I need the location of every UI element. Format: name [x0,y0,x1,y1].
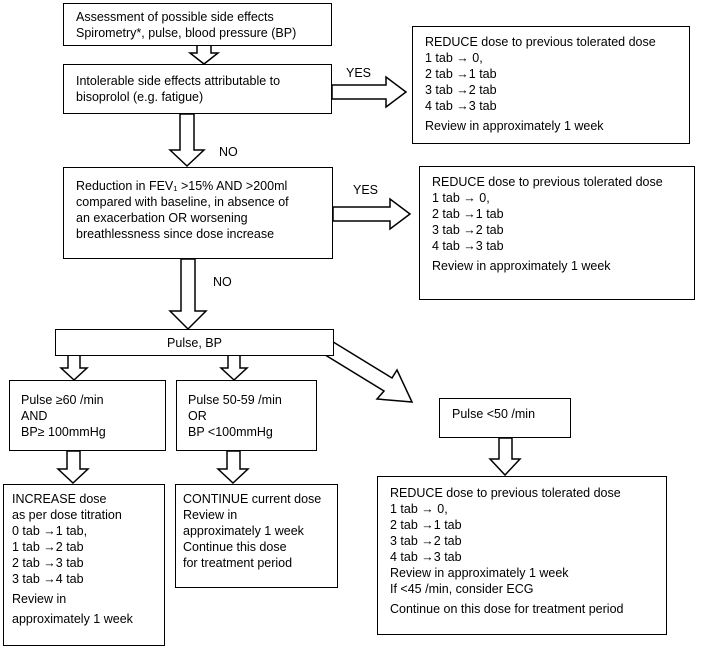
assessment-line-2: Spirometry*, pulse, blood pressure (BP) [76,26,297,40]
intolerable-line-2: bisoprolol (e.g. fatigue) [76,90,204,104]
increase-review-2: approximately 1 week [12,612,133,626]
reduce-box-1: REDUCE dose to previous tolerated dose 1… [412,26,690,144]
increase-review-1: Review in [12,592,67,606]
branch-high-line-1: Pulse ≥60 /min [21,393,104,407]
fev-line-4: breathlessness since dose increase [76,227,275,241]
increase-subheading: as per dose titration [12,508,122,522]
branch-mid-box: Pulse 50-59 /min OR BP <100mmHg [176,380,317,451]
increase-step-4: 3 tab →4 tab [12,572,84,586]
no-label-1: NO [219,145,238,159]
branch-mid-line-1: Pulse 50-59 /min [188,393,282,407]
increase-step-3: 2 tab →3 tab [12,556,84,570]
reduce-box-2: REDUCE dose to previous tolerated dose 1… [419,166,695,300]
fev-line-2: compared with baseline, in absence of [76,195,289,209]
reduce3-review: Review in approximately 1 week [390,566,569,580]
arrow-diagonal-low [320,338,414,403]
arrow-down-high [59,354,89,382]
arrow-down-continue [216,450,250,485]
arrow-right-yes1 [331,75,408,109]
fev-line-1: Reduction in FEV₁ >15% AND >200ml [76,179,288,193]
reduce2-review: Review in approximately 1 week [432,259,611,273]
reduce3-step-4: 4 tab →3 tab [390,550,462,564]
assessment-line-1: Assessment of possible side effects [76,10,274,24]
continue-period-2: for treatment period [183,556,293,570]
arrow-down-mid [219,354,249,382]
continue-box: CONTINUE current dose Review in approxim… [175,484,338,588]
continue-period-1: Continue this dose [183,540,287,554]
branch-high-box: Pulse ≥60 /min AND BP≥ 100mmHg [9,380,166,451]
reduce2-step-1: 1 tab → 0, [432,191,490,205]
reduce3-step-1: 1 tab → 0, [390,502,448,516]
branch-mid-line-2: OR [188,409,207,423]
branch-high-line-2: AND [21,409,48,423]
arrow-down-assessment [187,44,221,65]
reduce3-step-2: 2 tab →1 tab [390,518,462,532]
continue-review-2: approximately 1 week [183,524,304,538]
reduce3-continue: Continue on this dose for treatment peri… [390,602,624,616]
continue-heading: CONTINUE current dose [183,492,322,506]
reduce2-step-2: 2 tab →1 tab [432,207,504,221]
continue-review-1: Review in [183,508,238,522]
increase-box: INCREASE dose as per dose titration 0 ta… [3,484,165,646]
branch-mid-line-3: BP <100mmHg [188,425,273,439]
arrow-down-reduce3 [488,437,522,477]
reduce1-step-3: 3 tab →2 tab [425,83,497,97]
reduce1-review: Review in approximately 1 week [425,119,604,133]
branch-low-label: Pulse <50 /min [452,407,536,421]
reduce2-step-4: 4 tab →3 tab [432,239,504,253]
reduce1-step-1: 1 tab → 0, [425,51,483,65]
pulse-bp-box: Pulse, BP [55,329,334,356]
arrow-right-yes2 [332,197,412,231]
reduce3-step-3: 3 tab →2 tab [390,534,462,548]
reduce3-ecg: If <45 /min, consider ECG [390,582,534,596]
reduce1-step-2: 2 tab →1 tab [425,67,497,81]
increase-step-2: 1 tab →2 tab [12,540,84,554]
increase-heading: INCREASE dose [12,492,107,506]
yes-label-2: YES [353,183,379,197]
reduce1-heading: REDUCE dose to previous tolerated dose [425,35,656,49]
reduce2-heading: REDUCE dose to previous tolerated dose [432,175,663,189]
branch-low-box: Pulse <50 /min [439,398,571,438]
fev-box: Reduction in FEV₁ >15% AND >200ml compar… [63,167,333,259]
no-label-2: NO [213,275,232,289]
reduce1-step-4: 4 tab →3 tab [425,99,497,113]
increase-step-1: 0 tab →1 tab, [12,524,88,538]
reduce2-step-3: 3 tab →2 tab [432,223,504,237]
pulse-bp-label: Pulse, BP [167,336,222,350]
branch-high-line-3: BP≥ 100mmHg [21,425,106,439]
arrow-down-increase [56,450,90,485]
reduce3-heading: REDUCE dose to previous tolerated dose [390,486,621,500]
arrow-down-no1 [168,113,206,168]
intolerable-line-1: Intolerable side effects attributable to [76,74,281,88]
fev-line-3: an exacerbation OR worsening [76,211,248,225]
assessment-box: Assessment of possible side effects Spir… [63,3,332,46]
reduce-box-3: REDUCE dose to previous tolerated dose 1… [377,476,667,635]
yes-label-1: YES [346,66,372,80]
intolerable-box: Intolerable side effects attributable to… [63,64,332,114]
arrow-down-no2 [168,258,208,331]
